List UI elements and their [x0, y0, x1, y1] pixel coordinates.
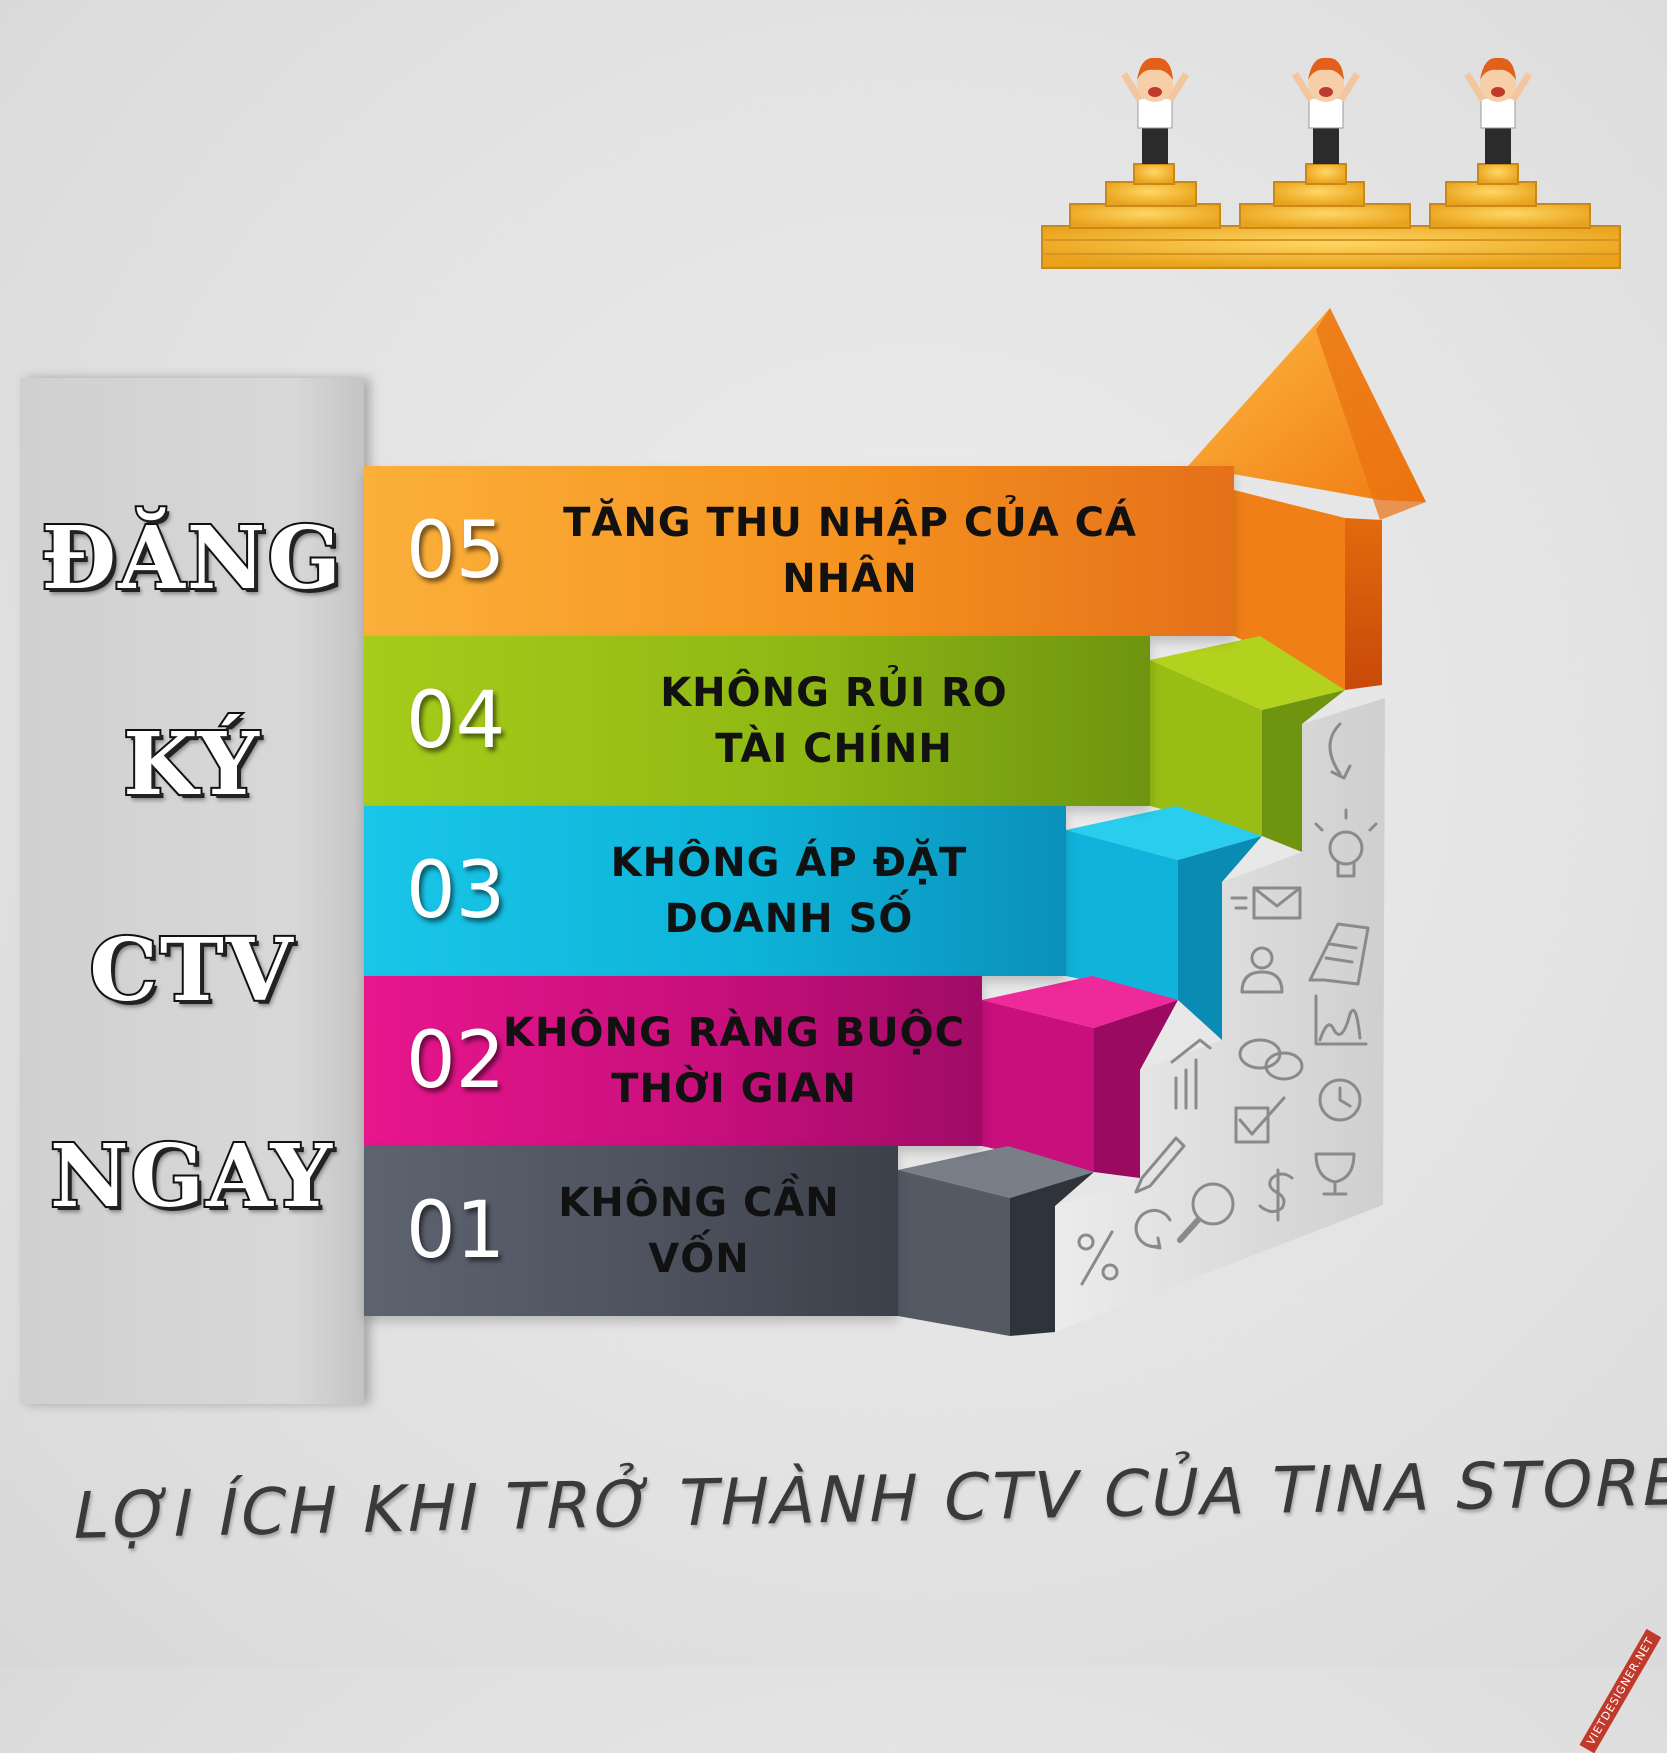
step-label: KHÔNG RỦI RO TÀI CHÍNH [594, 665, 1074, 777]
step-label-line: KHÔNG RỦI RO [594, 665, 1074, 721]
step-02: 02 KHÔNG RÀNG BUỘC THỜI GIAN [364, 976, 982, 1146]
step-label: TĂNG THU NHẬP CỦA CÁ NHÂN [550, 495, 1150, 607]
step-label-line: TĂNG THU NHẬP CỦA CÁ NHÂN [550, 495, 1150, 607]
arrow-shaft-side [1345, 518, 1382, 690]
infographic: ĐĂNG KÝ CTV NGAY 05 TĂNG THU NHẬP CỦA CÁ… [0, 0, 1667, 1667]
step-label-line: DOANH SỐ [544, 891, 1034, 947]
blue-block-front [1066, 830, 1178, 1000]
step-label-line: THỜI GIAN [494, 1061, 974, 1117]
step-number: 05 [406, 506, 505, 596]
step-label: KHÔNG CẦN VỐN [514, 1175, 884, 1287]
step-label-line: KHÔNG ÁP ĐẶT [544, 835, 1034, 891]
dark-block-front [898, 1170, 1010, 1336]
banner-word-2: KÝ [20, 714, 364, 815]
step-number: 01 [406, 1186, 505, 1276]
step-number: 02 [406, 1016, 505, 1106]
step-label-line: KHÔNG RÀNG BUỘC [494, 1005, 974, 1061]
banner-word-3: CTV [20, 920, 364, 1021]
step-04: 04 KHÔNG RỦI RO TÀI CHÍNH [364, 636, 1150, 806]
step-05: 05 TĂNG THU NHẬP CỦA CÁ NHÂN [364, 466, 1234, 636]
banner-word-1: ĐĂNG [20, 508, 364, 609]
coin-stacks [1042, 164, 1620, 268]
businessman-3 [1467, 58, 1529, 164]
step-label-line: TÀI CHÍNH [594, 721, 1074, 777]
step-number: 04 [406, 676, 505, 766]
step-03: 03 KHÔNG ÁP ĐẶT DOANH SỐ [364, 806, 1066, 976]
step-number: 03 [406, 846, 505, 936]
magenta-block-front [982, 1000, 1094, 1172]
banner-word-4: NGAY [20, 1126, 364, 1227]
register-banner: ĐĂNG KÝ CTV NGAY [20, 378, 364, 1404]
step-label: KHÔNG ÁP ĐẶT DOANH SỐ [544, 835, 1034, 947]
businessman-2 [1295, 58, 1357, 164]
step-label-line: KHÔNG CẦN VỐN [514, 1175, 884, 1287]
businessman-1 [1124, 58, 1186, 164]
step-label: KHÔNG RÀNG BUỘC THỜI GIAN [494, 1005, 974, 1117]
step-01: 01 KHÔNG CẦN VỐN [364, 1146, 898, 1316]
